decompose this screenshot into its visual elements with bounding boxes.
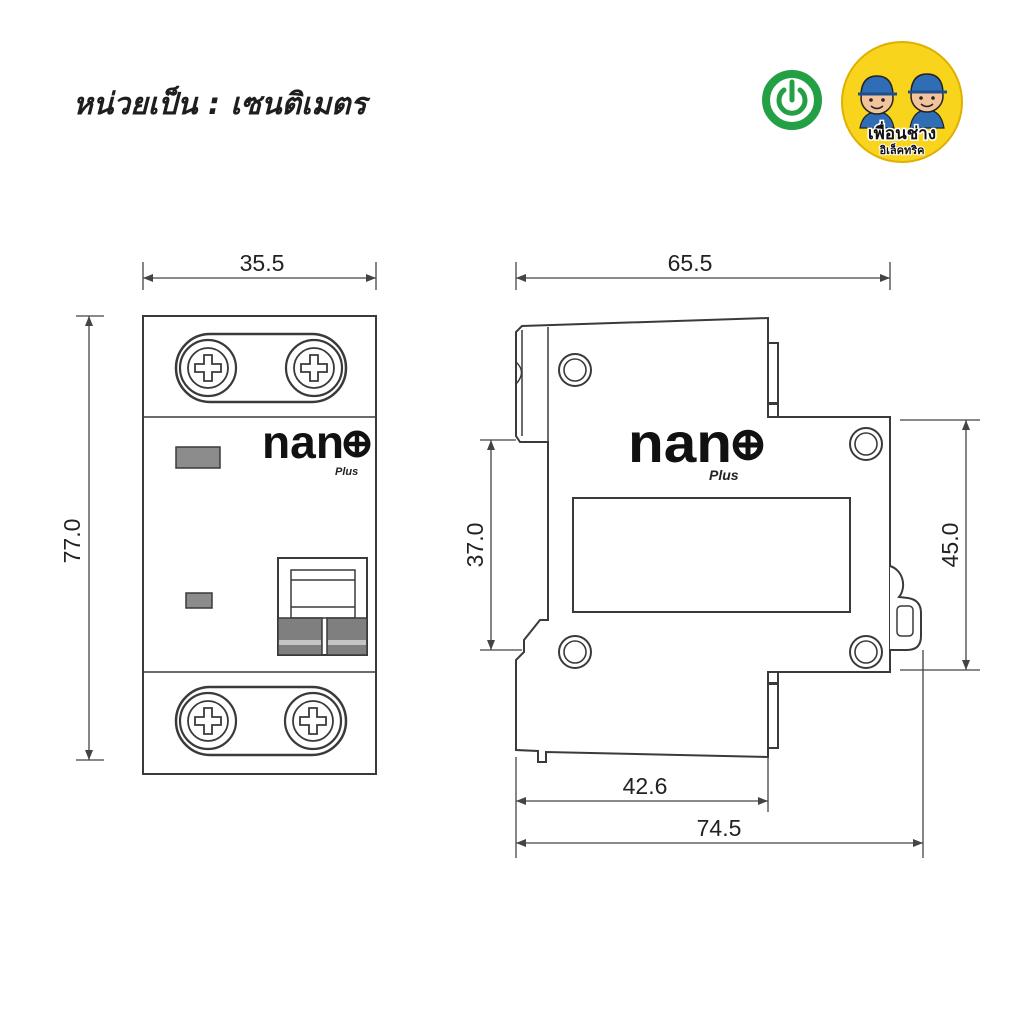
side-bottom-bracket-tab <box>767 671 779 684</box>
toggle-lever-icon <box>277 557 368 656</box>
rail-clip-label: 37.0 <box>462 523 488 568</box>
front-view: nan Plus <box>142 315 377 775</box>
side-toggle-lever-icon <box>889 565 922 651</box>
side-nano-plus-logo: nan Plus <box>628 411 761 483</box>
front-face-label: 45.0 <box>937 523 963 568</box>
front-height-label: 77.0 <box>59 519 85 564</box>
badge-subtitle: อิเล็คทริค <box>879 143 924 157</box>
technician-right-eye <box>931 96 935 100</box>
side-toggle-grip <box>896 605 914 637</box>
technician-left-eye <box>881 98 885 102</box>
power-o-inner-arc <box>776 87 808 116</box>
side-view: nan Plus <box>515 316 922 763</box>
side-overall-depth-dimension: 65.5 <box>515 250 891 290</box>
nano-power-o-icon <box>762 70 822 130</box>
total-depth-label: 74.5 <box>697 815 742 841</box>
technician-left <box>858 75 897 129</box>
badge-title: เพื่อนช่าง <box>868 121 936 144</box>
toggle-handle-left <box>277 617 323 656</box>
toggle-recess <box>290 569 356 619</box>
din-clip-notch <box>515 361 523 385</box>
toggle-handle-right <box>326 617 368 656</box>
front-width-dimension: 35.5 <box>142 250 377 290</box>
technician-right-cap <box>910 73 944 93</box>
nano-brand-logo <box>762 70 822 130</box>
terminal-screw-icon <box>178 338 238 398</box>
side-bottom-bracket <box>767 683 779 749</box>
nano-plus-o-icon <box>736 433 761 458</box>
technician-mascot-icon <box>858 73 947 129</box>
rivet-icon <box>558 635 592 669</box>
rivet-icon <box>849 427 883 461</box>
unit-note: หน่วยเป็น : เซนติเมตร <box>73 85 372 122</box>
front-logo-plus: Plus <box>335 466 358 478</box>
front-height-dimension: 77.0 <box>59 315 104 761</box>
technician-left-eye <box>869 98 873 102</box>
front-logo-wordmark: nan <box>262 416 344 468</box>
terminal-screw-icon <box>283 691 343 751</box>
terminal-screw-icon <box>178 691 238 751</box>
side-top-bracket-tab <box>767 403 779 418</box>
terminal-screw-icon <box>284 338 344 398</box>
front-nano-plus-logo: nan Plus <box>262 416 368 478</box>
power-o-outer-ring <box>762 70 822 130</box>
badge-circle <box>841 41 963 163</box>
rivet-icon <box>558 353 592 387</box>
side-logo-plus: Plus <box>709 467 739 483</box>
side-toggle-outline <box>889 565 922 651</box>
technician-right <box>908 73 947 129</box>
technician-right-eye <box>919 96 923 100</box>
side-top-bracket <box>767 342 779 404</box>
side-front-face-dimension: 45.0 <box>900 419 980 671</box>
body-depth-label: 42.6 <box>623 773 668 799</box>
side-rail-clip-dimension: 37.0 <box>462 439 522 651</box>
side-logo-wordmark: nan <box>628 411 732 474</box>
side-total-depth-dimension: 74.5 <box>516 650 924 858</box>
technician-left-smile <box>870 105 884 110</box>
front-width-label: 35.5 <box>240 250 285 276</box>
test-button <box>185 592 213 609</box>
rivet-icon <box>849 635 883 669</box>
label-window <box>572 497 851 613</box>
technician-right-smile <box>920 103 934 108</box>
nano-plus-o-icon <box>346 433 368 455</box>
toggle-handle-stripe <box>279 640 321 645</box>
puean-chang-badge: เพื่อนช่าง อิเล็คทริค <box>841 41 963 163</box>
overall-depth-label: 65.5 <box>668 250 713 276</box>
status-indicator-window <box>175 446 221 469</box>
technician-left-cap <box>860 75 894 95</box>
toggle-handle-stripe <box>328 640 366 645</box>
